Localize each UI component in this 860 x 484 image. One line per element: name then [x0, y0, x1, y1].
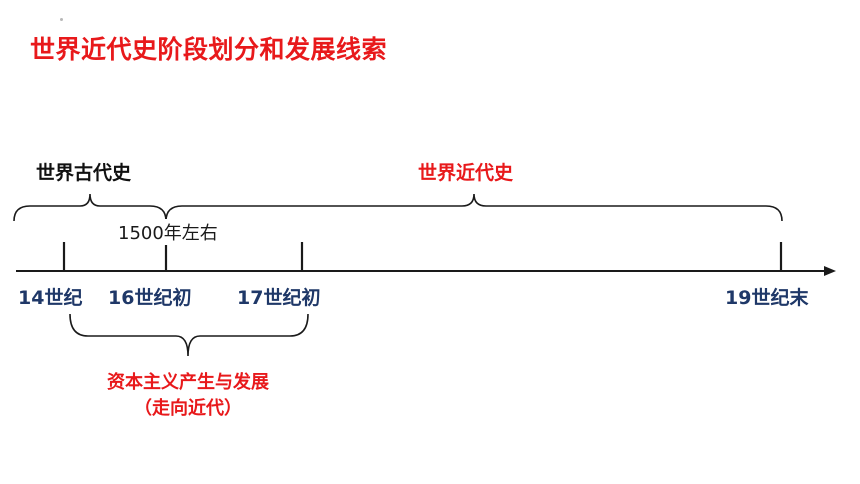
tick-label-14th-century: 14世纪	[18, 287, 83, 309]
decorative-dot	[60, 18, 63, 21]
timeline-arrowhead	[824, 266, 836, 276]
capitalism-brace	[69, 313, 309, 357]
tick-label-17th-century: 17世纪初	[237, 287, 321, 309]
ancient-history-label: 世界古代史	[36, 162, 132, 184]
modern-history-label: 世界近代史	[418, 162, 514, 184]
tick-label-19th-century: 19世纪末	[725, 287, 809, 309]
ancient-brace	[13, 193, 167, 222]
year-1500-note: 1500年左右	[116, 219, 220, 245]
capitalism-stage-sublabel: （走向近代）	[134, 398, 242, 419]
tick-label-16th-century: 16世纪初	[108, 287, 192, 309]
modern-brace	[165, 193, 783, 222]
capitalism-stage-label: 资本主义产生与发展	[107, 372, 269, 393]
page-title: 世界近代史阶段划分和发展线索	[30, 35, 388, 64]
